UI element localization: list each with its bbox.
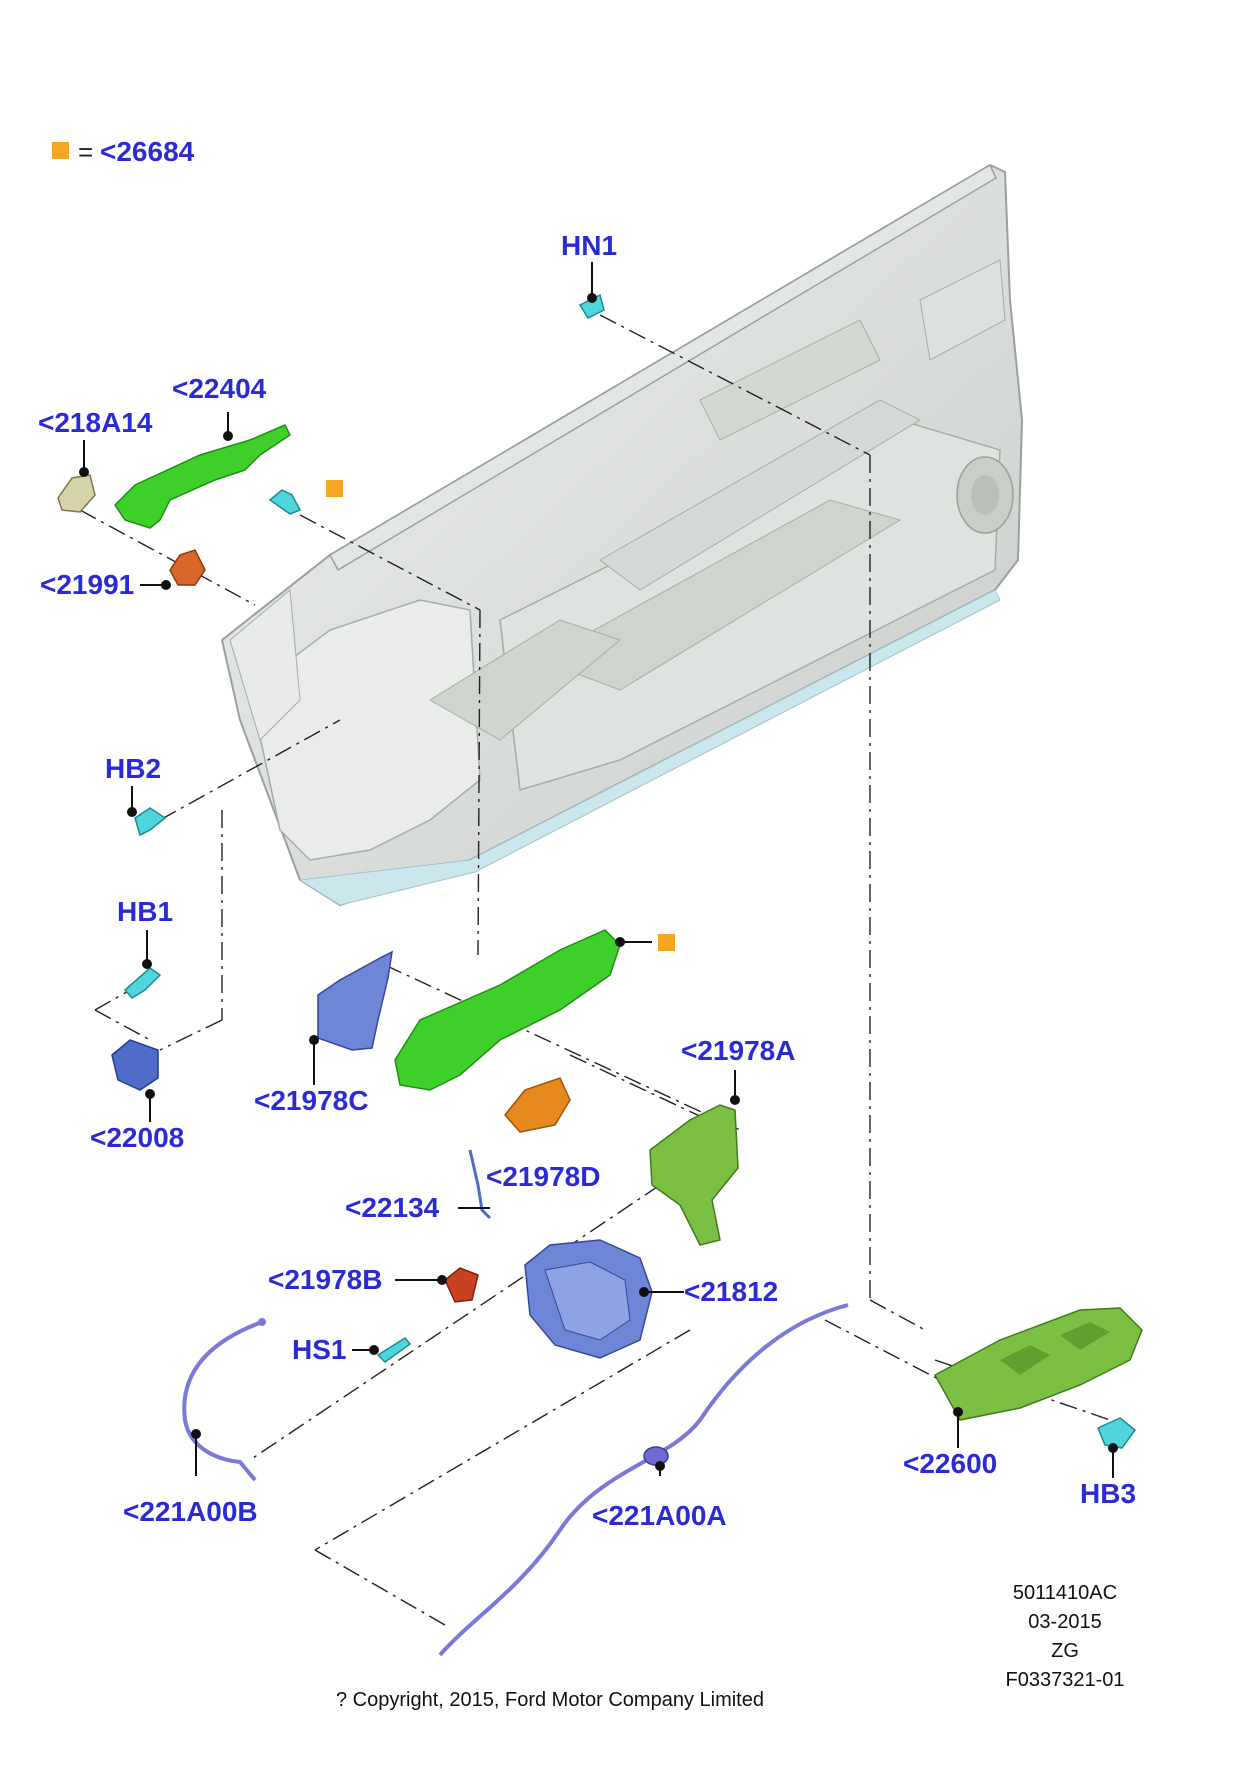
callout-hb2: HB2 xyxy=(105,753,162,784)
callout-21978c: <21978C xyxy=(254,1085,369,1116)
callout-22600: <22600 xyxy=(903,1448,998,1479)
bolt-with-marker xyxy=(268,489,302,515)
part-22008-bracket xyxy=(111,1039,159,1091)
callout-21812: <21812 xyxy=(684,1276,779,1307)
part-218a14-bezel xyxy=(57,474,96,513)
callout-22008: <22008 xyxy=(90,1122,185,1153)
callout-21978d: <21978D xyxy=(486,1161,601,1192)
doc-number: 5011410AC xyxy=(1012,1582,1118,1604)
part-21812-latch xyxy=(524,1239,653,1359)
callout-hb3: HB3 xyxy=(1080,1478,1137,1509)
part-hs1-screw xyxy=(376,1337,412,1363)
callout-21991: <21991 xyxy=(40,569,135,600)
leader-lines xyxy=(79,262,1118,1478)
part-22134-rod xyxy=(468,1149,492,1220)
legend-part-label: <26684 xyxy=(100,136,195,167)
assembly-lines xyxy=(79,314,1111,1626)
callout-21978b: <21978B xyxy=(268,1264,383,1295)
part-221a00b-cable xyxy=(182,1318,266,1482)
callout-221a00b: <221A00B xyxy=(123,1496,258,1527)
callout-221a00a: <221A00A xyxy=(592,1500,727,1531)
callout-218a14: <218A14 xyxy=(38,407,153,438)
callout-21978a: <21978A xyxy=(681,1035,796,1066)
part-inner-handle-green xyxy=(394,929,621,1091)
figure-id: F0337321-01 xyxy=(1005,1669,1125,1691)
part-21978d-cap xyxy=(504,1077,571,1133)
callout-hn1: HN1 xyxy=(561,230,618,261)
part-hb2-screw xyxy=(134,807,167,837)
part-hb3-screw xyxy=(1097,1417,1137,1449)
door-inner-panel xyxy=(220,163,1024,907)
part-21991-support xyxy=(169,549,206,586)
part-21978c-bracket xyxy=(317,950,393,1051)
part-hb1-screw xyxy=(123,967,162,999)
copyright-notice: ? Copyright, 2015, Ford Motor Company Li… xyxy=(336,1689,764,1711)
callout-22404: <22404 xyxy=(172,373,267,404)
part-22600-trim-panel xyxy=(933,1307,1143,1421)
part-21978b-clip xyxy=(444,1267,479,1303)
legend-marker-square xyxy=(52,142,69,159)
bolt-marker-square xyxy=(326,480,343,497)
callout-hb1: HB1 xyxy=(117,896,174,927)
part-221a00a-cable xyxy=(438,1303,849,1657)
legend-equals-sign: = xyxy=(78,137,94,167)
callout-hs1: HS1 xyxy=(292,1334,347,1365)
callout-22134: <22134 xyxy=(345,1192,440,1223)
part-21978a-bracket xyxy=(649,1104,739,1246)
doc-code: ZG xyxy=(1051,1640,1079,1662)
handle-marker-square xyxy=(658,934,675,951)
part-22404-exterior-handle xyxy=(114,424,291,529)
doc-date: 03-2015 xyxy=(1028,1611,1102,1633)
